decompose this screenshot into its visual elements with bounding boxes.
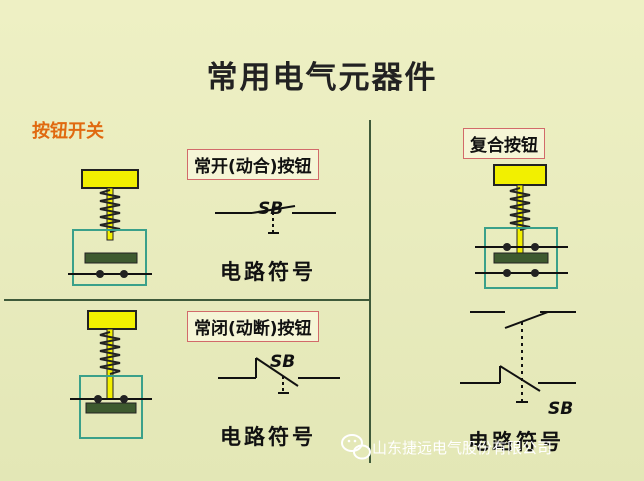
- nc-button-symbol-text: SB: [270, 352, 296, 372]
- no-button-label: 常开(动合)按钮: [187, 149, 319, 180]
- nc-button-symbol-caption: 电路符号: [220, 425, 316, 449]
- compound-button-spring: [509, 187, 531, 231]
- nc-button-case: [79, 375, 143, 439]
- no-button-case: [72, 229, 147, 286]
- compound-button-label: 复合按钮: [463, 128, 545, 159]
- nc-button-contact-left: [94, 395, 102, 403]
- watermark-text: 山东捷远电气股份有限公司: [372, 439, 553, 457]
- nc-button-label: 常闭(动断)按钮: [187, 311, 319, 342]
- compound-button-bridge: [493, 252, 549, 264]
- no-button-contact-right: [120, 270, 128, 278]
- no-button-symbol-text: SB: [258, 199, 284, 219]
- compound-button-case: [484, 227, 558, 289]
- no-button-spring: [99, 189, 121, 233]
- nc-button-bridge: [85, 402, 137, 414]
- nc-button-contact-right: [120, 395, 128, 403]
- no-button-symbol-caption: 电路符号: [220, 260, 316, 284]
- section-label-push-button-switch: 按钮开关: [32, 121, 104, 142]
- nc-button-spring: [99, 331, 121, 375]
- compound-button-symbol-caption: 电路符号: [468, 430, 564, 454]
- no-button-bridge: [84, 252, 138, 264]
- page-title: 常用电气元器件: [206, 60, 438, 96]
- compound-button-symbol-text: SB: [548, 399, 574, 419]
- no-button-contact-left: [96, 270, 104, 278]
